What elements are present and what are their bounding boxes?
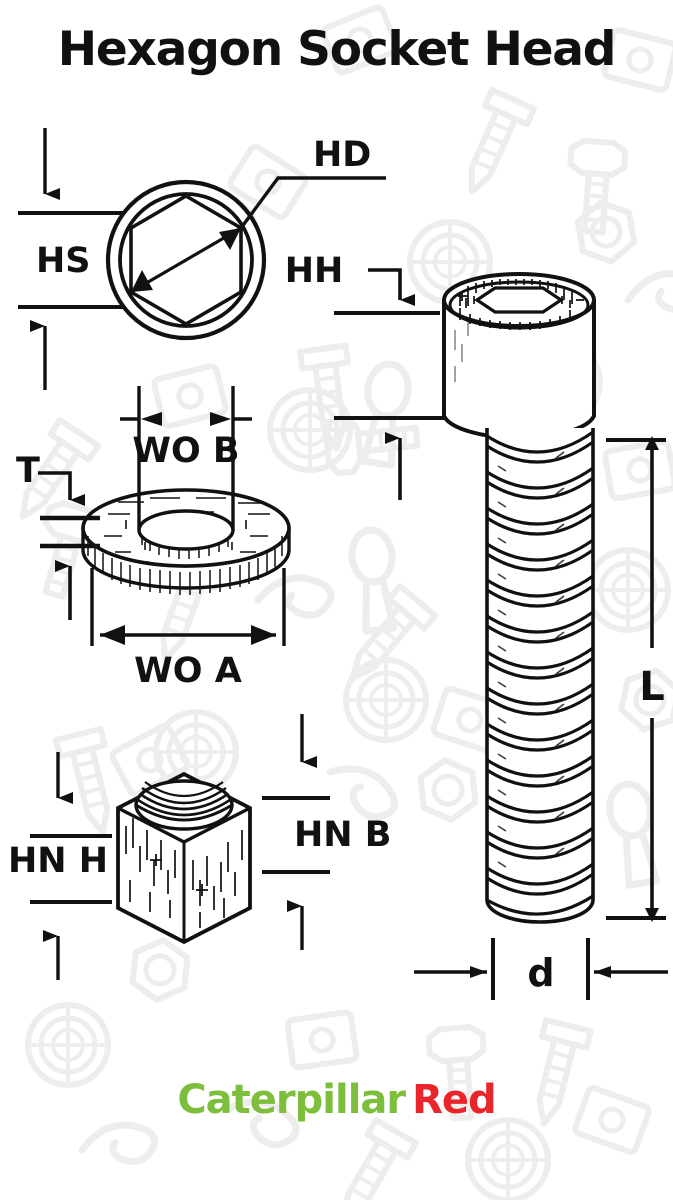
label-wo-a: WO A [134,651,242,691]
hn-h-dimension: HN H [8,752,112,980]
hh-dimension: HH [285,251,444,500]
label-hn-b: HN B [294,815,391,855]
hd-arrow-bottom [131,270,153,292]
l-dimension: L [606,436,666,922]
label-t: T [16,451,40,491]
hd-leader: HD [239,135,386,230]
cap-screw: HH L d [285,251,668,1000]
wob-arrow-right [210,412,231,426]
flat-washer: WO B WO A T [16,386,291,691]
hs-dimension: HS [18,128,200,390]
wob-arrow-left [141,412,162,426]
nut-internal-thread [134,779,234,831]
head-side-hatching [454,322,469,382]
d-dimension: d [414,938,668,1000]
hex-nut: HN H HN B [8,714,391,980]
label-d: d [527,951,554,995]
label-hn-h: HN H [8,841,108,881]
wo-b-dimension: WO B [120,386,252,530]
page-title: Hexagon Socket Head [57,22,617,77]
head-top-inner-ellipse [448,280,590,330]
screw-shank [485,428,595,924]
screw-hex-socket [474,286,564,314]
label-l: L [639,664,665,710]
label-hh: HH [285,251,344,291]
label-wo-b: WO B [132,431,239,471]
label-hd: HD [313,135,371,175]
l-arrow-bottom [645,908,659,922]
thread-helix [486,430,594,916]
brand-word-red: Red [412,1077,497,1123]
nut-detail-ticks [150,854,208,896]
label-hs: HS [36,241,91,281]
brand-word-caterpillar: Caterpillar [177,1077,406,1123]
hn-b-dimension: HN B [262,714,391,950]
